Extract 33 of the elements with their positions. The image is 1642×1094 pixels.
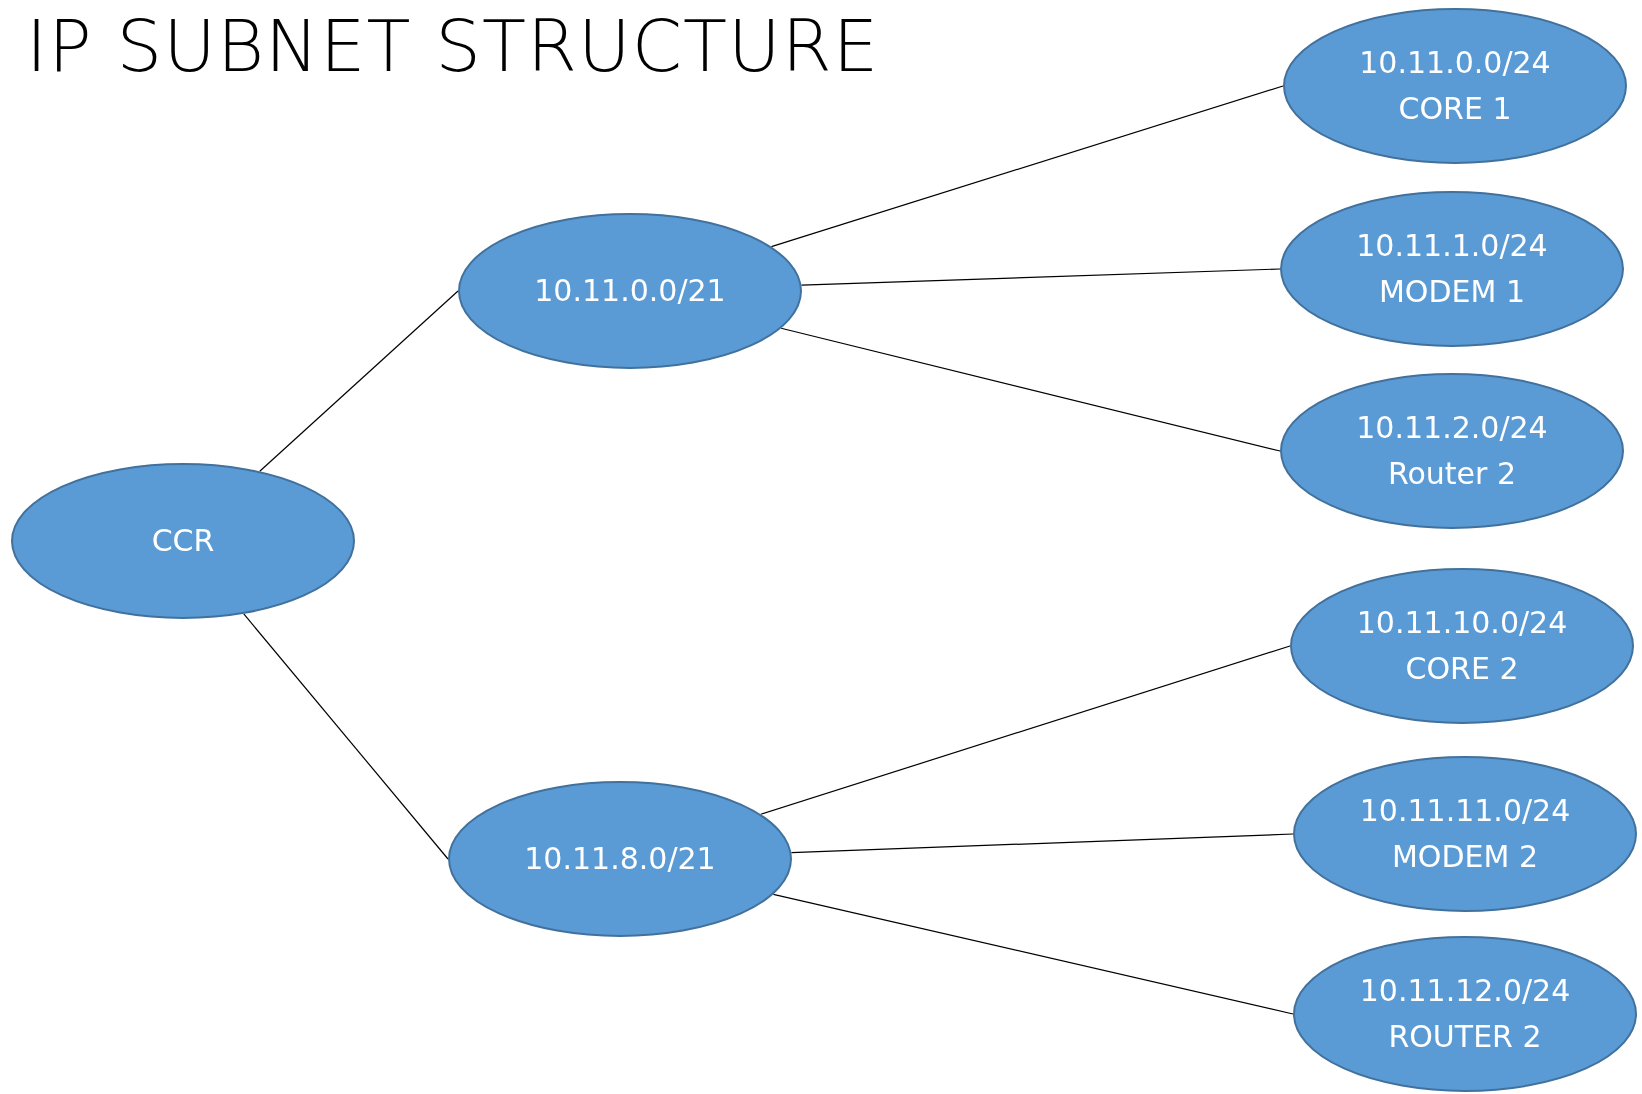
node-label: Router 2 — [1387, 455, 1516, 493]
title: IP SUBNET STRUCTURE — [26, 4, 880, 88]
ellipse-node — [1283, 8, 1627, 164]
node-label: MODEM 2 — [1391, 838, 1539, 876]
connector-line — [790, 833, 1294, 854]
ellipse-node — [1290, 568, 1634, 724]
node-label: 10.11.0.0/24 — [1359, 44, 1551, 82]
node-label: 10.11.11.0/24 — [1359, 792, 1571, 830]
connector-line — [800, 268, 1281, 286]
ellipse-node — [11, 463, 355, 619]
node-label: 10.11.2.0/24 — [1356, 409, 1548, 447]
node-label: 10.11.12.0/24 — [1359, 972, 1571, 1010]
node-label: MODEM 1 — [1378, 273, 1526, 311]
connector-line — [780, 327, 1281, 452]
node-label: 10.11.0.0/21 — [534, 272, 726, 310]
ellipse-node — [1293, 936, 1637, 1092]
node-label: 10.11.1.0/24 — [1356, 227, 1548, 265]
node-label: CCR — [151, 522, 215, 560]
node-label: 10.11.8.0/21 — [524, 840, 716, 878]
node-label: CORE 1 — [1398, 90, 1512, 128]
node-label: CORE 2 — [1405, 650, 1519, 688]
ellipse-node — [1280, 191, 1624, 347]
ellipse-node — [448, 781, 792, 937]
connector-line — [243, 613, 449, 860]
node-label: 10.11.10.0/24 — [1356, 604, 1568, 642]
connector-line — [760, 645, 1291, 815]
ellipse-node — [1280, 373, 1624, 529]
node-label: ROUTER 2 — [1388, 1018, 1542, 1056]
ellipse-node — [458, 213, 802, 369]
connector-line — [770, 85, 1284, 248]
connector-line — [259, 290, 459, 472]
ellipse-node — [1293, 756, 1637, 912]
connector-line — [772, 893, 1294, 1015]
